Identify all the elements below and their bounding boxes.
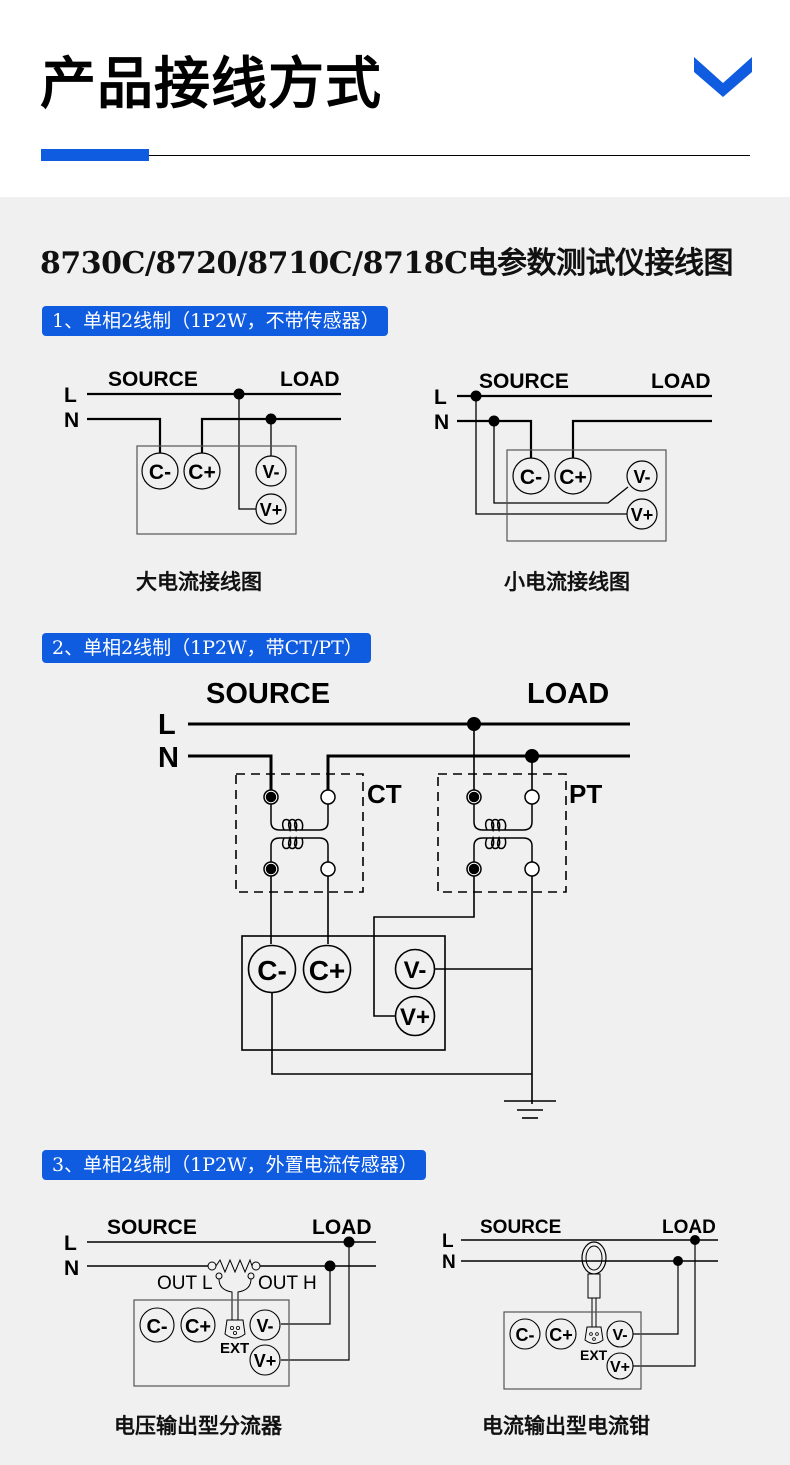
l-label: L: [158, 709, 176, 741]
diagram-subtitle: 8730C/8720/8710C/8718C电参数测试仪接线图: [40, 246, 734, 281]
header: 产品接线方式: [0, 0, 790, 197]
caption-voltage-shunt: 电压输出型分流器: [114, 1413, 282, 1438]
v-plus-label: V+: [631, 505, 654, 525]
c-plus-label: C+: [309, 955, 346, 986]
pt-box: [437, 773, 567, 893]
v-plus-label: V+: [260, 500, 283, 520]
terminal-c-minus: [141, 452, 179, 490]
v-plus-label: V+: [254, 1351, 277, 1371]
ct-label: CT: [367, 779, 402, 809]
terminal-c-plus: [183, 452, 221, 490]
resistor-icon: [215, 1258, 253, 1274]
chevron-down-icon[interactable]: [694, 55, 752, 97]
caption-large-current: 大电流接线图: [136, 569, 262, 594]
n-label: N: [64, 409, 79, 432]
v-minus-label: V-: [633, 467, 650, 487]
section-label-2: 2、单相2线制（1P2W，带CT/PT）: [42, 633, 371, 663]
c-plus-label: C+: [549, 1325, 573, 1345]
ct-box: [235, 773, 364, 893]
meter-box: [136, 445, 297, 535]
v-minus-label: V-: [404, 957, 427, 984]
out-h-label: OUT H: [258, 1273, 317, 1294]
n-label: N: [64, 1257, 79, 1280]
n-label: N: [434, 411, 449, 434]
load-label: LOAD: [280, 368, 340, 391]
c-minus-label: C-: [257, 955, 287, 986]
ext-label: EXT: [580, 1347, 608, 1363]
v-minus-label: V-: [612, 1327, 627, 1344]
section-label-1: 1、单相2线制（1P2W，不带传感器）: [42, 306, 388, 336]
meter-box: [133, 1299, 290, 1387]
caption-current-clamp: 电流输出型电流钳: [482, 1413, 650, 1438]
terminal-v-minus: [255, 455, 287, 487]
meter-box: [506, 449, 667, 542]
c-minus-label: C-: [146, 1316, 167, 1338]
load-label: LOAD: [312, 1216, 372, 1239]
source-label: SOURCE: [480, 1217, 561, 1238]
junction-dot: [233, 388, 245, 400]
l-label: L: [434, 386, 447, 409]
n-wire-in: [87, 417, 162, 458]
load-label: LOAD: [662, 1217, 716, 1238]
c-plus-label: C+: [185, 1316, 211, 1338]
l-label: L: [442, 1231, 454, 1252]
out-l-label: OUT L: [157, 1273, 213, 1294]
page-title: 产品接线方式: [40, 51, 382, 117]
terminal-v-plus: [255, 493, 287, 525]
n-label: N: [158, 742, 179, 774]
v-plus-label: V+: [400, 1004, 430, 1031]
junction-dot: [265, 413, 277, 425]
c-minus-label: C-: [520, 466, 542, 489]
title-divider-accent: [41, 149, 149, 161]
c-plus-label: C+: [559, 466, 586, 489]
ext-connector-icon: [224, 1319, 246, 1339]
l-label: L: [64, 384, 77, 407]
ext-connector-icon: [584, 1326, 604, 1344]
ext-label: EXT: [220, 1340, 249, 1357]
source-label: SOURCE: [107, 1216, 197, 1239]
n-label: N: [442, 1252, 456, 1273]
load-label: LOAD: [651, 370, 711, 393]
pt-transformer: [466, 789, 540, 877]
n-wire-out: [200, 417, 341, 458]
c-minus-label: C-: [516, 1325, 535, 1345]
source-label: SOURCE: [479, 370, 569, 393]
source-label: SOURCE: [108, 368, 198, 391]
load-label: LOAD: [527, 678, 609, 710]
caption-small-current: 小电流接线图: [504, 569, 630, 594]
meter-box: [241, 935, 446, 1051]
meter-box: [503, 1311, 642, 1390]
v-plus-label: V+: [610, 1359, 630, 1376]
diagram-ct-pt: SOURCE LOAD L N CT PT: [158, 678, 630, 1119]
diagram-small-current: SOURCE LOAD L N C- C+ V- V+: [434, 370, 712, 542]
c-plus-label: C+: [188, 461, 215, 484]
pt-label: PT: [569, 779, 602, 809]
v-minus-label: V-: [256, 1316, 273, 1336]
diagram-current-clamp: SOURCE LOAD L N C- C+ V- V+ EXT: [442, 1217, 718, 1390]
l-label: L: [64, 1232, 77, 1255]
diagram-large-current: SOURCE LOAD L N C- C+ V- V+: [64, 368, 341, 535]
ct-transformer: [263, 789, 336, 877]
v-minus-label: V-: [262, 462, 279, 482]
diagram-voltage-shunt: SOURCE LOAD L N OUT L OUT H C- C+ V- V+: [64, 1216, 376, 1387]
c-minus-label: C-: [149, 461, 171, 484]
title-divider: [149, 155, 750, 156]
section-label-3: 3、单相2线制（1P2W，外置电流传感器）: [42, 1150, 426, 1180]
source-label: SOURCE: [206, 678, 330, 710]
